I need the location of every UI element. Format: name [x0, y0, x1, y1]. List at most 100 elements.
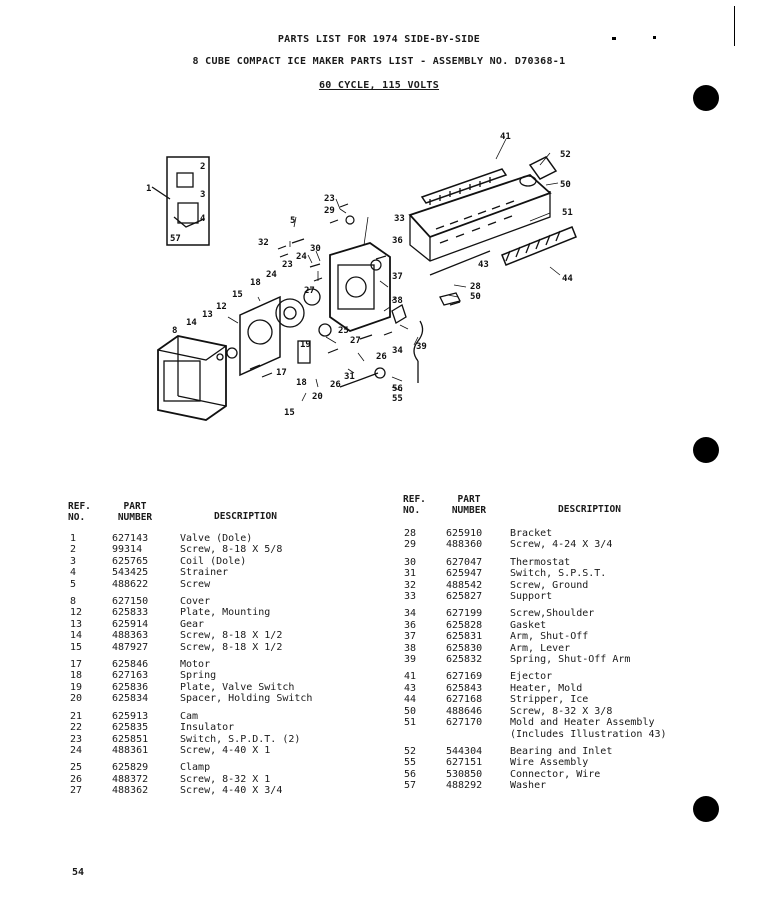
- callout-56: 56: [392, 384, 403, 394]
- table-row: 26 488372 Screw, 8-32 X 1: [70, 774, 312, 785]
- callout-24: 24: [266, 270, 277, 280]
- ref-number: 22: [70, 722, 83, 734]
- callout-52: 52: [560, 150, 571, 160]
- support-housing-part: [329, 242, 391, 333]
- callout-50: 50: [560, 180, 571, 190]
- ref-number: 23: [70, 733, 83, 745]
- ref-number: 26: [70, 773, 83, 785]
- leader-lines: [227, 138, 561, 402]
- col-header-desc-right: DESCRIPTION: [558, 504, 621, 515]
- part-number: 627168: [446, 694, 483, 706]
- binder-hole-mark-bottom: [693, 796, 719, 822]
- part-description: Coil (Dole): [180, 555, 247, 567]
- part-number: 625833: [112, 607, 149, 619]
- part-number: 627163: [112, 670, 149, 682]
- part-description: Support: [510, 591, 553, 603]
- part-description: Spring: [180, 670, 217, 682]
- ref-number: 29: [404, 539, 417, 551]
- exploded-parts-diagram: 41 52 50 51 44 43 28 50 33 36 37 38 39 2…: [146, 132, 577, 421]
- part-number: 488360: [446, 539, 483, 551]
- ref-number: 1: [70, 533, 77, 544]
- ref-number: 38: [404, 642, 417, 654]
- part-number: 625836: [112, 681, 149, 693]
- part-number: 627169: [446, 671, 483, 683]
- part-number: 625914: [112, 618, 149, 630]
- scan-speck: [612, 37, 616, 40]
- part-number: 625827: [446, 591, 483, 603]
- callout-18: 17: [276, 368, 287, 378]
- ref-number: 41: [404, 671, 417, 683]
- ref-number: 52: [404, 745, 417, 757]
- callout-23: 23: [324, 194, 335, 204]
- cover-part: [157, 335, 227, 421]
- part-description: Cam: [180, 710, 199, 722]
- callout-5: 5: [290, 216, 295, 226]
- part-number: 625834: [112, 693, 149, 705]
- ref-number: 15: [70, 641, 83, 653]
- part-number: 625835: [112, 722, 149, 734]
- part-description: Screw, 8-32 X 1: [180, 773, 271, 785]
- part-description: Washer: [510, 780, 547, 792]
- part-number: 627199: [446, 608, 483, 620]
- ref-number: 34: [404, 608, 417, 620]
- callout-17: 15: [232, 290, 243, 300]
- ref-number: 33: [404, 591, 417, 603]
- part-description: Switch, S.P.S.T.: [510, 568, 607, 580]
- ref-number: 5: [70, 578, 77, 590]
- col-header-part-left: PART NUMBER: [117, 501, 153, 523]
- part-description: Screw, 4-40 X 1: [180, 744, 271, 756]
- col-header-ref-left: REF. NO.: [68, 501, 91, 523]
- part-description: Clamp: [180, 762, 211, 774]
- page-number: 54: [72, 867, 85, 878]
- ref-number: 32: [404, 579, 417, 591]
- part-number: 627151: [446, 757, 483, 769]
- table-row: 33 625827 Support: [404, 591, 667, 602]
- callout-4: 4: [200, 214, 206, 224]
- assembly-subtitle: 8 CUBE COMPACT ICE MAKER PARTS LIST - AS…: [192, 56, 566, 67]
- ref-number: 20: [70, 693, 83, 705]
- callout-12: 12: [216, 302, 227, 312]
- part-description: Insulator: [180, 722, 235, 734]
- part-description: Screw, Ground: [510, 579, 589, 591]
- part-description: Screw, 8-18 X 1/2: [180, 641, 283, 653]
- part-description: Screw, 8-18 X 5/8: [180, 544, 283, 556]
- part-description: Spring, Shut-Off Arm: [510, 654, 631, 666]
- ref-number: 27: [70, 785, 83, 797]
- ref-number: 44: [404, 694, 417, 706]
- part-description: Strainer: [180, 567, 229, 579]
- part-number: 627047: [446, 556, 483, 568]
- table-row: 22 625835 Insulator: [70, 722, 312, 733]
- ref-number: 39: [404, 654, 417, 666]
- callout-37: 37: [392, 272, 403, 282]
- mold-heater-element: [429, 250, 491, 276]
- ref-number: 2: [70, 544, 77, 556]
- callout-39: 39: [416, 342, 427, 352]
- ref-number: 17: [70, 659, 83, 671]
- ref-number: 36: [404, 619, 417, 631]
- part-number: 625831: [446, 631, 483, 643]
- callout-30: 30: [310, 244, 321, 254]
- part-number: 625947: [446, 568, 483, 580]
- part-number: 627150: [112, 596, 149, 608]
- part-description: Heater, Mold: [510, 682, 583, 694]
- callout-19: 18: [296, 378, 307, 388]
- part-number: 488372: [112, 773, 149, 785]
- ice-stripper-part: [501, 226, 577, 266]
- part-description: Mold and Heater Assembly: [510, 717, 655, 729]
- callout-43: 43: [478, 260, 489, 270]
